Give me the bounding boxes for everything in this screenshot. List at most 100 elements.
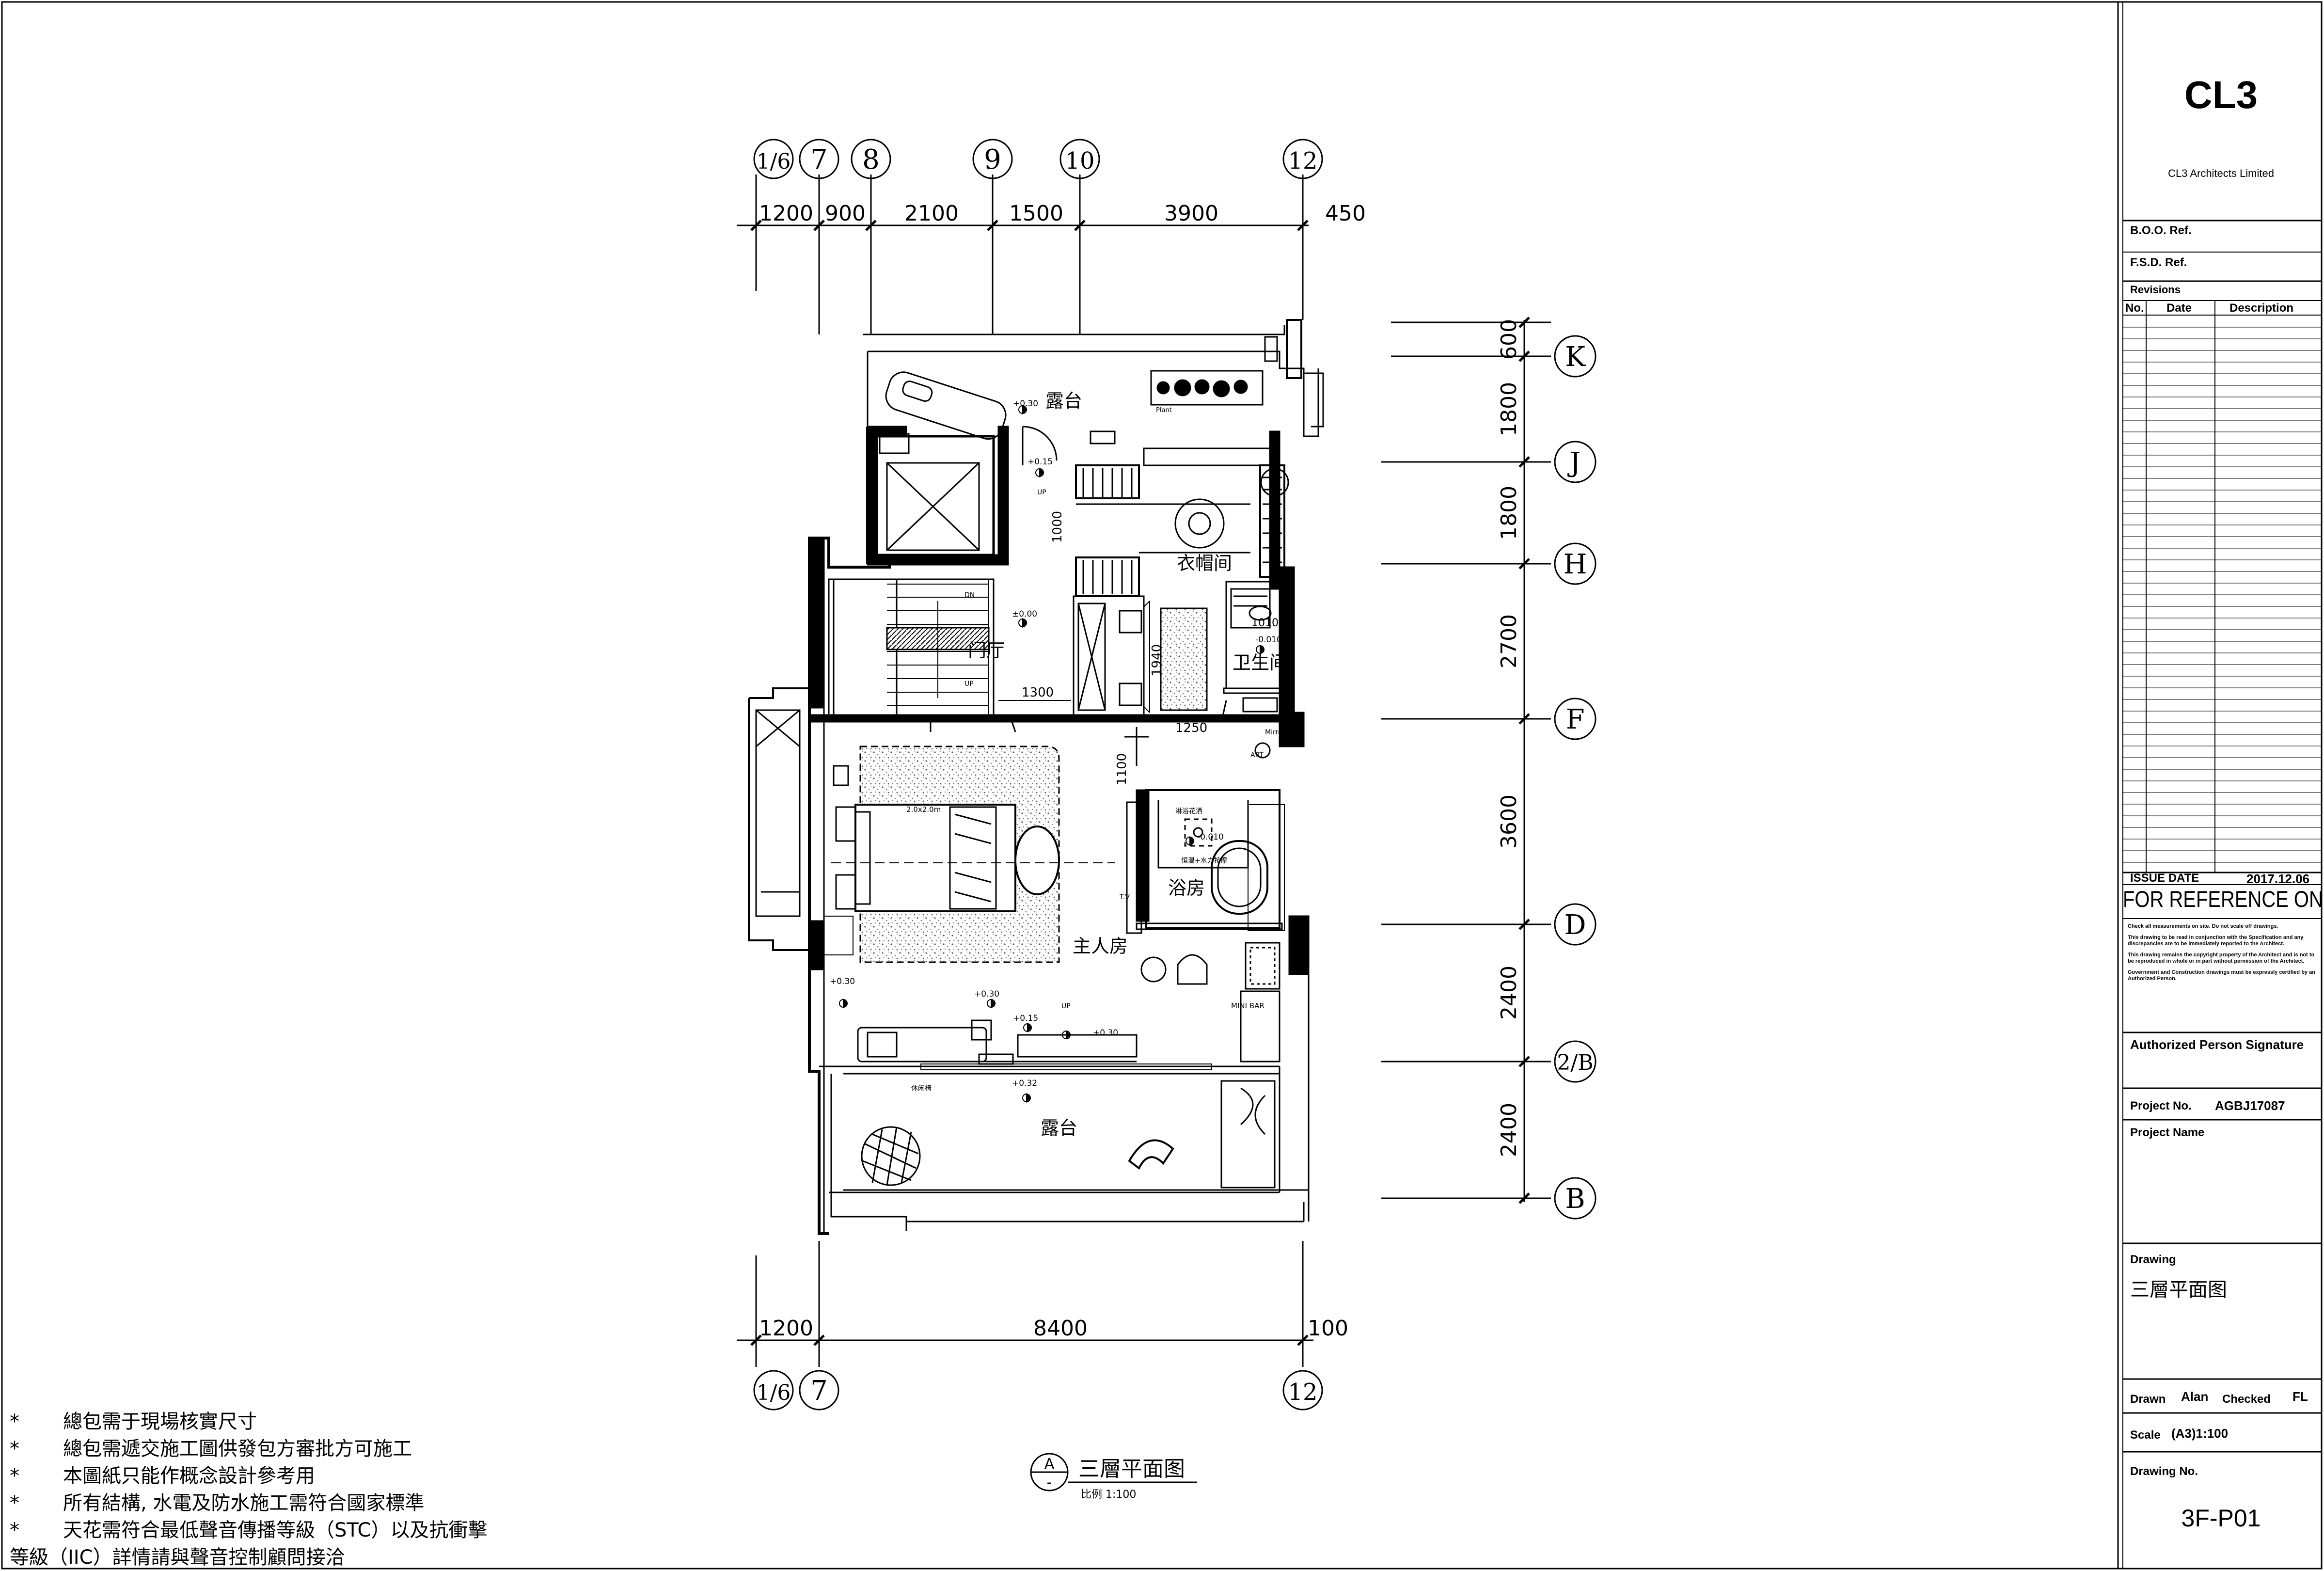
grid-bubble-top: 9: [984, 144, 1001, 175]
revision-col-date: Date: [2166, 302, 2192, 315]
grid-bubble-top: 8: [862, 144, 880, 175]
dimension-top: 1200: [759, 201, 813, 226]
general-notes: *總包需于現場核實尺寸 *總包需遞交施工圖供發包方審批方可施工 *本圖紙只能作概…: [10, 1408, 487, 1571]
dimension-inner: 1100: [1115, 753, 1129, 785]
room-label-terrace-bottom: 露台: [1041, 1117, 1077, 1139]
room-label-terrace-top: 露台: [1045, 390, 1082, 412]
level-label: -0.010: [1197, 832, 1224, 842]
issue-date-label: ISSUE DATE: [2130, 872, 2199, 885]
scale-label: Scale: [2130, 1428, 2161, 1442]
grid-bubble-right: F: [1566, 704, 1585, 735]
grid-bubble-right: J: [1567, 447, 1581, 478]
project-name-label: Project Name: [2130, 1126, 2205, 1139]
stair-down-label: DN: [964, 591, 975, 599]
step-up-label: UP: [1061, 1002, 1071, 1010]
note-bullet: *: [10, 1411, 19, 1433]
dimension-top: 2100: [904, 201, 959, 226]
grid-bubble-top: 10: [1065, 147, 1094, 175]
level-label: +0.32: [1012, 1079, 1037, 1088]
project-no-value: AGBJ17087: [2215, 1098, 2285, 1113]
level-label: +0.30: [974, 989, 999, 999]
grid-right: [1381, 317, 1597, 1220]
disclaimer-line: Government and Construction drawings mus…: [2128, 969, 2315, 982]
dimension-top: 1500: [1009, 201, 1063, 226]
grid-bubble-right: K: [1565, 341, 1586, 373]
grid-bubble-top: 7: [810, 144, 828, 175]
note-item: *總包需遞交施工圖供發包方審批方可施工: [10, 1435, 487, 1462]
note-text: 等級（IIC）詳情請與聲音控制顧問接洽: [10, 1546, 345, 1569]
dimension-bottom: 1200: [759, 1316, 813, 1341]
title-block: CL3 CL3 Architects Limited B.O.O. Ref. F…: [2118, 0, 2324, 1571]
dimension-inner: 1010: [1251, 617, 1279, 629]
grid-bubble-right: H: [1564, 549, 1587, 580]
note-bullet: *: [10, 1438, 19, 1460]
revision-col-description: Description: [2229, 302, 2294, 315]
drawing-no-value: 3F-P01: [2181, 1505, 2261, 1532]
art-label: ART: [1250, 751, 1264, 759]
note-text: 本圖紙只能作概念設計參考用: [63, 1465, 315, 1487]
grid-bubble-right: B: [1565, 1183, 1585, 1215]
grid-bubble-bottom: 7: [810, 1375, 828, 1407]
disclaimer-line: This drawing to be read in conjunction w…: [2128, 935, 2304, 947]
fsd-ref-label: F.S.D. Ref.: [2130, 256, 2187, 269]
drawing-label-title: 三層平面图: [1078, 1457, 1185, 1481]
dimension-right: 2400: [1497, 966, 1521, 1020]
grid-bubble-top: 1/6: [757, 149, 791, 174]
revision-col-no: No.: [2125, 302, 2144, 315]
checked-label: Checked: [2222, 1393, 2271, 1406]
stair-up-label: UP: [964, 680, 974, 688]
note-item: *所有結構, 水電及防水施工需符合國家標準: [10, 1490, 487, 1517]
note-item: 等級（IIC）詳情請與聲音控制顧問接洽: [10, 1544, 487, 1571]
scale-value: (A3)1:100: [2171, 1426, 2229, 1441]
note-bullet: *: [10, 1492, 19, 1514]
dimension-inner: 1300: [1022, 685, 1054, 700]
grid-top: [737, 139, 1323, 334]
note-item: * 天花需符合最低聲音傳播等級（STC）以及抗衝擊: [10, 1517, 487, 1544]
dimension-right: 2400: [1497, 1103, 1521, 1157]
note-text: 天花需符合最低聲音傳播等級（STC）以及抗衝擊: [63, 1519, 488, 1541]
grid-bubble-right: 2/B: [1557, 1050, 1593, 1075]
company-logo: CL3: [2184, 73, 2258, 116]
bed-size-label: 2.0x2.0m: [906, 805, 941, 814]
level-label: +0.15: [1013, 1014, 1038, 1023]
level-label: +0.30: [1013, 399, 1038, 409]
dimension-top: 450: [1325, 201, 1366, 226]
dimension-right: 1800: [1497, 382, 1521, 436]
drawn-value: Alan: [2181, 1389, 2209, 1404]
project-no-label: Project No.: [2130, 1099, 2192, 1112]
drawing-label-scale: 比例 1:100: [1081, 1489, 1136, 1501]
company-name: CL3 Architects Limited: [2168, 167, 2274, 179]
drawing-name: 三層平面图: [2130, 1279, 2227, 1301]
room-label-master-bedroom: 主人房: [1073, 936, 1128, 957]
dimension-right: 2700: [1497, 614, 1521, 668]
dimension-top: 900: [825, 201, 866, 226]
grid-bubble-bottom: 1/6: [757, 1381, 791, 1405]
disclaimer-line: Check all measurements on site. Do not s…: [2128, 923, 2278, 929]
dimension-right: 3600: [1497, 794, 1521, 849]
drawing-label-letter: A: [1044, 1456, 1055, 1473]
level-label: +0.30: [1093, 1028, 1118, 1038]
room-label-bath: 浴房: [1168, 877, 1205, 899]
grid-bottom: [737, 1241, 1323, 1411]
room-label-wc: 卫生间: [1233, 652, 1288, 673]
drawing-label-dash: -: [1047, 1474, 1052, 1491]
level-label: ±0.00: [1012, 609, 1037, 619]
dimension-inner: 1000: [1050, 511, 1065, 543]
room-label-cloakroom: 衣帽间: [1177, 553, 1232, 574]
grid-bubble-right: D: [1565, 909, 1586, 941]
drawing-no-label: Drawing No.: [2130, 1465, 2198, 1478]
disclaimer-line: This drawing remains the copyright prope…: [2128, 952, 2315, 964]
note-bullet: *: [10, 1519, 19, 1541]
level-label: +0.15: [1028, 457, 1053, 467]
plant-label: Plant: [1156, 407, 1172, 414]
grid-bubble-top: 12: [1288, 147, 1317, 175]
level-label: -0.010: [1255, 635, 1282, 645]
shower-label: 淋浴花洒: [1175, 808, 1202, 815]
level-label: +0.30: [830, 977, 855, 986]
issue-date-value: 2017.12.06: [2246, 872, 2310, 886]
boo-ref-label: B.O.O. Ref.: [2130, 224, 2192, 237]
note-bullet: *: [10, 1465, 19, 1487]
level-markers: [839, 404, 1265, 1103]
